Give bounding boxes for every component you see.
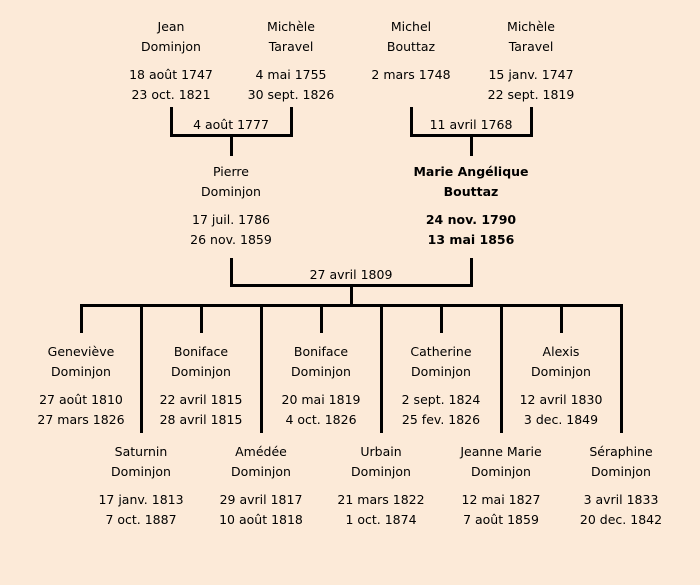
connector (320, 304, 323, 333)
birth-date: 2 mars 1748 (371, 67, 451, 82)
last-name: Dominjon (51, 364, 111, 379)
first-name: Catherine (410, 344, 472, 359)
connector (500, 304, 503, 433)
death-date: 3 dec. 1849 (523, 412, 599, 427)
first-name: Alexis (542, 344, 580, 359)
first-name: Michèle (507, 19, 555, 34)
connector (230, 258, 233, 287)
last-name: Dominjon (201, 184, 261, 199)
connector (260, 304, 263, 433)
death-date: 23 oct. 1821 (131, 87, 211, 102)
death-date: 13 mai 1856 (427, 232, 515, 247)
marriage-date-maternal: 11 avril 1768 (429, 117, 513, 132)
connector (140, 304, 143, 433)
marriage-date-paternal: 4 août 1777 (193, 117, 269, 132)
last-name: Bouttaz (443, 184, 499, 199)
last-name: Dominjon (231, 464, 291, 479)
last-name: Dominjon (171, 364, 231, 379)
connector (470, 134, 473, 156)
death-date: 22 sept. 1819 (487, 87, 575, 102)
death-date: 30 sept. 1826 (247, 87, 335, 102)
birth-date: 27 août 1810 (39, 392, 123, 407)
first-name: Jean (157, 19, 185, 34)
birth-date: 18 août 1747 (129, 67, 213, 82)
last-name: Dominjon (141, 39, 201, 54)
birth-date: 20 mai 1819 (281, 392, 361, 407)
connector (200, 304, 203, 333)
birth-date: 3 avril 1833 (583, 492, 659, 507)
birth-date: 12 mai 1827 (461, 492, 541, 507)
death-date: 27 mars 1826 (37, 412, 125, 427)
death-date: 1 oct. 1874 (345, 512, 417, 527)
first-name: Séraphine (589, 444, 653, 459)
last-name: Dominjon (411, 364, 471, 379)
first-name: Amédée (235, 444, 287, 459)
last-name: Dominjon (111, 464, 171, 479)
last-name: Taravel (508, 39, 554, 54)
first-name: Geneviève (47, 344, 115, 359)
death-date: 25 fev. 1826 (401, 412, 481, 427)
birth-date: 17 juil. 1786 (192, 212, 270, 227)
death-date: 20 dec. 1842 (579, 512, 663, 527)
birth-date: 12 avril 1830 (519, 392, 603, 407)
death-date: 28 avril 1815 (159, 412, 243, 427)
connector (380, 304, 383, 433)
birth-date: 29 avril 1817 (219, 492, 303, 507)
connector (470, 258, 473, 287)
death-date: 7 août 1859 (463, 512, 539, 527)
connector (440, 304, 443, 333)
marriage-date-parents: 27 avril 1809 (309, 267, 393, 282)
last-name: Dominjon (591, 464, 651, 479)
connector (560, 304, 563, 333)
children-bar (80, 304, 623, 307)
first-name: Marie Angélique (413, 164, 529, 179)
death-date: 7 oct. 1887 (105, 512, 177, 527)
death-date: 4 oct. 1826 (285, 412, 357, 427)
first-name: Jeanne Marie (460, 444, 542, 459)
birth-date: 21 mars 1822 (337, 492, 425, 507)
first-name: Boniface (293, 344, 349, 359)
connector (350, 284, 353, 306)
birth-date: 4 mai 1755 (255, 67, 327, 82)
connector (290, 107, 293, 137)
connector (230, 134, 233, 156)
last-name: Bouttaz (386, 39, 436, 54)
death-date: 26 nov. 1859 (190, 232, 272, 247)
first-name: Urbain (360, 444, 402, 459)
birth-date: 24 nov. 1790 (425, 212, 517, 227)
connector (80, 304, 83, 333)
first-name: Saturnin (114, 444, 168, 459)
birth-date: 22 avril 1815 (159, 392, 243, 407)
first-name: Michel (390, 19, 432, 34)
birth-date: 15 janv. 1747 (488, 67, 574, 82)
last-name: Dominjon (291, 364, 351, 379)
death-date: 10 août 1818 (219, 512, 303, 527)
last-name: Taravel (268, 39, 314, 54)
first-name: Boniface (173, 344, 229, 359)
connector (170, 107, 173, 137)
connector (410, 107, 413, 137)
last-name: Dominjon (531, 364, 591, 379)
birth-date: 17 janv. 1813 (98, 492, 184, 507)
last-name: Dominjon (471, 464, 531, 479)
connector (530, 107, 533, 137)
birth-date: 2 sept. 1824 (401, 392, 481, 407)
first-name: Michèle (267, 19, 315, 34)
connector (620, 304, 623, 433)
death-date (341, 85, 481, 105)
last-name: Dominjon (351, 464, 411, 479)
first-name: Pierre (213, 164, 249, 179)
